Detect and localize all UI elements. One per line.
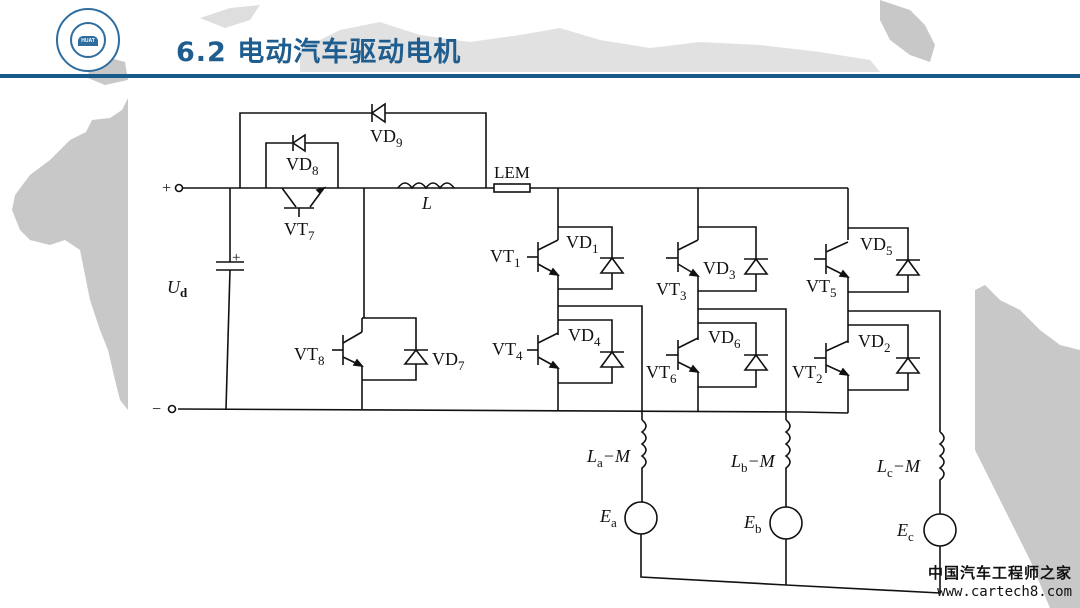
phase-a-emf-label: Ea	[599, 506, 617, 530]
diode-vd9	[239, 102, 487, 188]
diagram-panel	[128, 85, 975, 608]
map-shape-south-america	[975, 285, 1080, 608]
vt3-label: VT3	[656, 279, 687, 303]
phase-b-emf-label: Eb	[743, 512, 762, 536]
vd1-label: VD1	[566, 232, 599, 256]
phase-c-emf-label: Ec	[896, 520, 914, 544]
watermark: 中国汽车工程师之家 www.cartech8.com	[928, 562, 1072, 600]
winding-b	[769, 419, 941, 594]
university-logo: HUAT	[56, 8, 120, 72]
vt1-label: VT1	[490, 246, 521, 270]
diode-vd7	[362, 317, 429, 381]
map-shape-africa	[12, 98, 128, 410]
inductor-label: L	[421, 193, 432, 213]
vt8-label: VT8	[294, 344, 325, 368]
slide-header: HUAT 6.2 电动汽车驱动电机	[0, 0, 1080, 80]
inductor-l	[397, 182, 455, 190]
vt5-label: VT5	[806, 276, 837, 300]
vd3-label: VD3	[703, 258, 736, 282]
logo-emblem: HUAT	[70, 22, 106, 58]
vt4-label: VT4	[492, 339, 523, 363]
dc-voltage-label: Ud	[167, 277, 188, 300]
winding-a	[624, 419, 787, 586]
negative-rail	[177, 408, 801, 413]
dc-link-capacitor: +	[216, 188, 244, 410]
winding-c	[923, 431, 957, 593]
watermark-url: www.cartech8.com	[937, 584, 1072, 600]
lem-label: LEM	[494, 163, 530, 182]
phase-leg-c	[799, 188, 941, 432]
watermark-cn: 中国汽车工程师之家	[927, 564, 1072, 582]
capacitor-polarity: +	[232, 250, 240, 266]
transistor-vt8	[332, 318, 364, 409]
vt2-label: VT2	[792, 362, 823, 386]
phase-c-inductance-label: Lc−M	[876, 456, 921, 480]
diode-vd8	[265, 133, 339, 188]
phase-b-inductance-label: Lb−M	[730, 451, 776, 475]
negative-terminal-label: −	[152, 401, 161, 418]
lem-current-sensor	[493, 183, 531, 193]
phase-leg-a	[527, 188, 643, 420]
map-shape-top-left	[200, 5, 260, 28]
vt6-label: VT6	[646, 362, 677, 386]
rails	[177, 187, 848, 413]
slide-title: 6.2 电动汽车驱动电机	[176, 37, 462, 68]
vd9-label: VD9	[370, 126, 403, 150]
vd4-label: VD4	[568, 325, 601, 349]
map-shape-top-right	[880, 0, 935, 62]
map-shape-top-band	[300, 22, 880, 72]
phase-leg-b	[666, 188, 787, 420]
positive-terminal: +	[162, 180, 184, 197]
vd5-label: VD5	[860, 234, 893, 258]
logo-badge: HUAT	[78, 36, 98, 46]
header-rule	[0, 74, 1080, 78]
vd2-label: VD2	[858, 331, 891, 355]
vt7-label: VT7	[284, 219, 315, 243]
vd8-label: VD8	[286, 154, 319, 178]
phase-a-inductance-label: La−M	[586, 446, 631, 470]
positive-terminal-label: +	[162, 180, 171, 197]
negative-terminal: −	[152, 401, 177, 418]
vd6-label: VD6	[708, 327, 741, 351]
vd7-label: VD7	[432, 349, 465, 373]
transistor-vt7	[281, 186, 327, 217]
